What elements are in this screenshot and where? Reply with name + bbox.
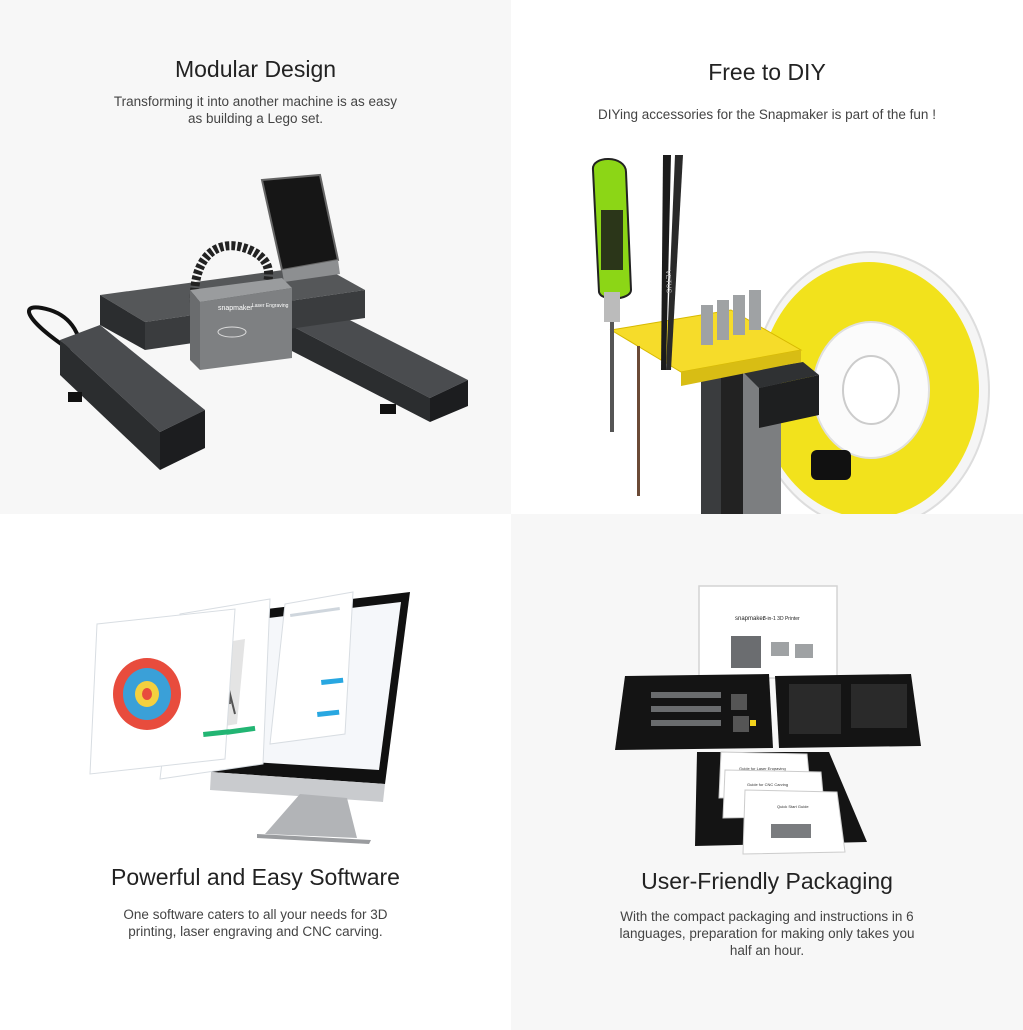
feature-description-line: With the compact packaging and instructi… <box>620 909 914 924</box>
feature-description-line: as building a Lego set. <box>187 111 324 126</box>
right-rail <box>290 310 468 422</box>
feature-title: User-Friendly Packaging <box>641 868 893 894</box>
feature-title: Modular Design <box>174 56 337 82</box>
tweezers: VETUS <box>661 155 683 370</box>
module-brand-text: snapmaker <box>218 305 253 312</box>
feature-description-line: Transforming it into another machine is … <box>113 94 398 109</box>
feature-description: One software caters to all your needs fo… <box>96 906 416 940</box>
feature-description: With the compact packaging and instructi… <box>597 908 937 959</box>
feature-description: Transforming it into another machine is … <box>96 93 416 127</box>
touchscreen <box>260 173 340 282</box>
diy-accessories-image: VETUS <box>592 155 990 514</box>
feature-packaging: snapmaker 3-in-1 3D Printer <box>511 514 1023 1030</box>
screwdriver <box>592 158 633 432</box>
left-rail <box>60 325 205 470</box>
feature-description: DIYing accessories for the Snapmaker is … <box>598 107 936 122</box>
feature-software: Powerful and Easy Software One software … <box>0 514 511 1030</box>
laser-engraver-image: snapmaker Laser Engraving <box>27 173 468 470</box>
feature-title: Powerful and Easy Software <box>111 864 400 890</box>
product-box: snapmaker 3-in-1 3D Printer <box>698 585 838 679</box>
feature-description-line: half an hour. <box>729 943 805 958</box>
foam-tray-left <box>615 674 773 750</box>
feature-free-to-diy: Free to DIY DIYing accessories for the S… <box>511 0 1023 514</box>
app-window-3 <box>269 591 354 745</box>
laser-module: snapmaker Laser Engraving <box>190 278 292 370</box>
app-window-1 <box>89 608 236 775</box>
box-heading-text: 3-in-1 3D Printer <box>763 616 800 622</box>
packaging-image: snapmaker 3-in-1 3D Printer <box>615 585 921 855</box>
software-screens-image <box>89 591 410 844</box>
module-type-text: Laser Engraving <box>252 303 289 309</box>
instruction-manuals: Guide for Laser Engraving Guide for CNC … <box>695 751 867 855</box>
manual-title-cnc: Guide for CNC Carving <box>747 782 788 787</box>
feature-description-line: printing, laser engraving and CNC carvin… <box>128 924 383 939</box>
manual-title-quickstart: Quick Start Guide <box>777 804 809 809</box>
printer-frame <box>701 362 851 514</box>
feature-title: Free to DIY <box>708 59 826 85</box>
tweezers-label: VETUS <box>664 270 672 294</box>
feature-description-line: One software caters to all your needs fo… <box>123 907 388 922</box>
foam-tray-right <box>775 674 921 748</box>
feature-modular-design: Modular Design Transforming it into anot… <box>0 0 511 514</box>
manual-title-laser: Guide for Laser Engraving <box>739 766 786 771</box>
feature-description-line: languages, preparation for making only t… <box>619 926 915 941</box>
box-brand-text: snapmaker <box>735 616 765 622</box>
printed-tool-holder <box>609 290 803 386</box>
